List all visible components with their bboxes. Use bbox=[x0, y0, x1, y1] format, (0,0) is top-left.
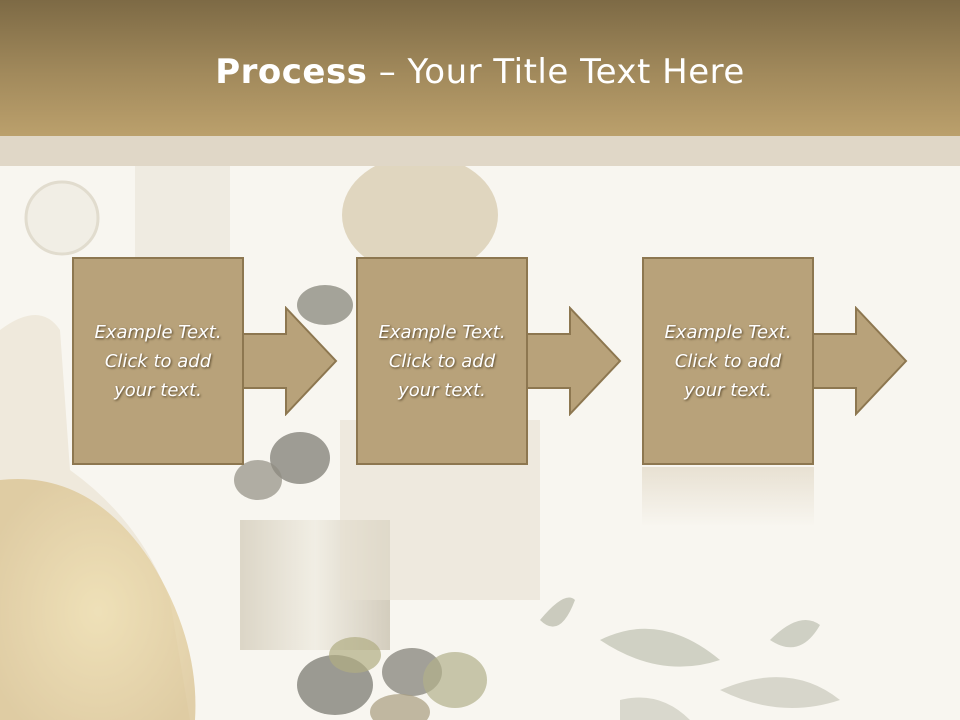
olive bbox=[297, 285, 353, 325]
slide-title-rest: – Your Title Text Here bbox=[367, 52, 745, 92]
arrow-right-icon bbox=[241, 306, 338, 416]
process-step-2[interactable]: Example Text. Click to add your text. bbox=[356, 257, 528, 465]
slide-title-bold: Process bbox=[215, 52, 368, 92]
oil-fill-left bbox=[0, 479, 196, 720]
olive-leaf bbox=[620, 697, 690, 720]
reflection bbox=[642, 467, 814, 527]
process-step-1-text: Example Text. Click to add your text. bbox=[94, 321, 222, 401]
olive bbox=[329, 637, 381, 673]
process-step-3-text: Example Text. Click to add your text. bbox=[664, 321, 792, 401]
olive-leaf bbox=[720, 677, 840, 708]
process-step-3[interactable]: Example Text. Click to add your text. bbox=[642, 257, 814, 465]
wooden-spoon bbox=[342, 155, 498, 275]
slide-title[interactable]: Process – Your Title Text Here bbox=[0, 52, 960, 92]
arrow-right-icon bbox=[811, 306, 908, 416]
process-step-1[interactable]: Example Text. Click to add your text. bbox=[72, 257, 244, 465]
olive bbox=[423, 652, 487, 708]
olive-leaf bbox=[540, 597, 575, 627]
olive bbox=[270, 432, 330, 484]
olive-leaf bbox=[770, 620, 820, 648]
title-band bbox=[0, 136, 960, 166]
olive-leaf bbox=[600, 628, 720, 667]
title-bar bbox=[0, 0, 960, 136]
glass-stopper bbox=[24, 180, 100, 256]
olive bbox=[234, 460, 282, 500]
process-step-2-text: Example Text. Click to add your text. bbox=[378, 321, 506, 401]
arrow-right-icon bbox=[525, 306, 622, 416]
olive bbox=[370, 694, 430, 720]
